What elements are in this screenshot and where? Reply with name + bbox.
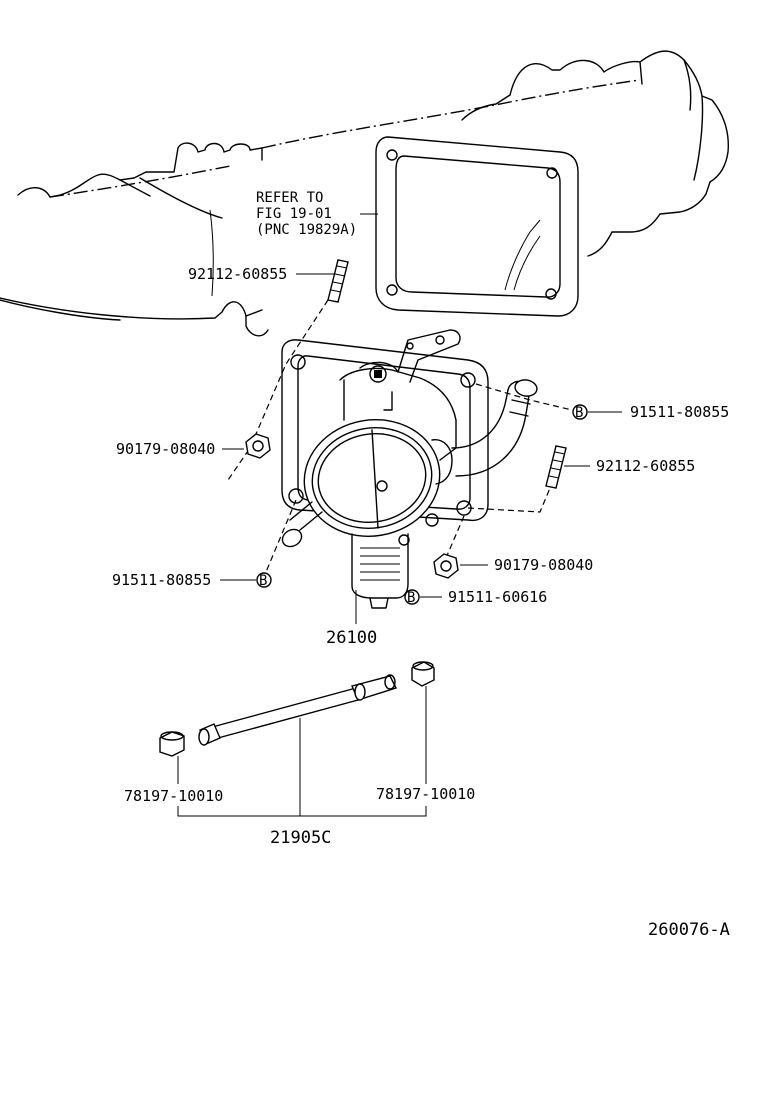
nut-left (245, 433, 271, 459)
label-throttle-body: 26100 (326, 628, 377, 648)
label-bolt-lower-right: 91511-60616 (448, 588, 547, 606)
dash-bolt-lower-left (265, 499, 297, 573)
label-bolt-lower-left: 91511-80855 (112, 571, 211, 589)
refer-note-line3: (PNC 19829A) (256, 222, 357, 238)
bolt-marker-lower-left: B (256, 572, 272, 589)
intake-manifold (0, 50, 729, 337)
nut-right (433, 553, 459, 579)
bolt-marker-lower-right: B (404, 589, 420, 606)
label-bolt-upper-right: 91511-80855 (630, 403, 729, 421)
bracket-shaft-kit (177, 806, 427, 817)
stud-right (545, 445, 567, 489)
throttle-body (281, 329, 538, 609)
label-nut-left: 90179-08040 (116, 440, 215, 458)
label-shaft-kit: 21905C (270, 828, 331, 848)
label-nut-right: 90179-08040 (494, 556, 593, 574)
label-stud-right: 92112-60855 (596, 457, 695, 475)
cap-right (411, 661, 435, 687)
bolt-marker-text: B (407, 590, 415, 606)
dash-bolt-upper-right (475, 383, 573, 411)
stud-upper (227, 259, 349, 481)
cap-left (159, 731, 185, 757)
gasket (375, 136, 579, 317)
dash-stud-right (467, 487, 551, 513)
refer-note-line1: REFER TO (256, 190, 323, 206)
dash-nut-right (445, 515, 465, 559)
bolt-marker-text: B (259, 573, 267, 589)
bolt-marker-text: B (575, 405, 583, 421)
figure-id: 260076-A (648, 920, 730, 940)
shaft (198, 674, 397, 746)
label-stud-upper: 92112-60855 (188, 265, 287, 283)
bolt-marker-upper-right: B (572, 404, 588, 421)
label-cap-left: 78197-10010 (124, 787, 223, 805)
refer-note-line2: FIG 19-01 (256, 206, 332, 222)
label-cap-right: 78197-10010 (376, 785, 475, 803)
